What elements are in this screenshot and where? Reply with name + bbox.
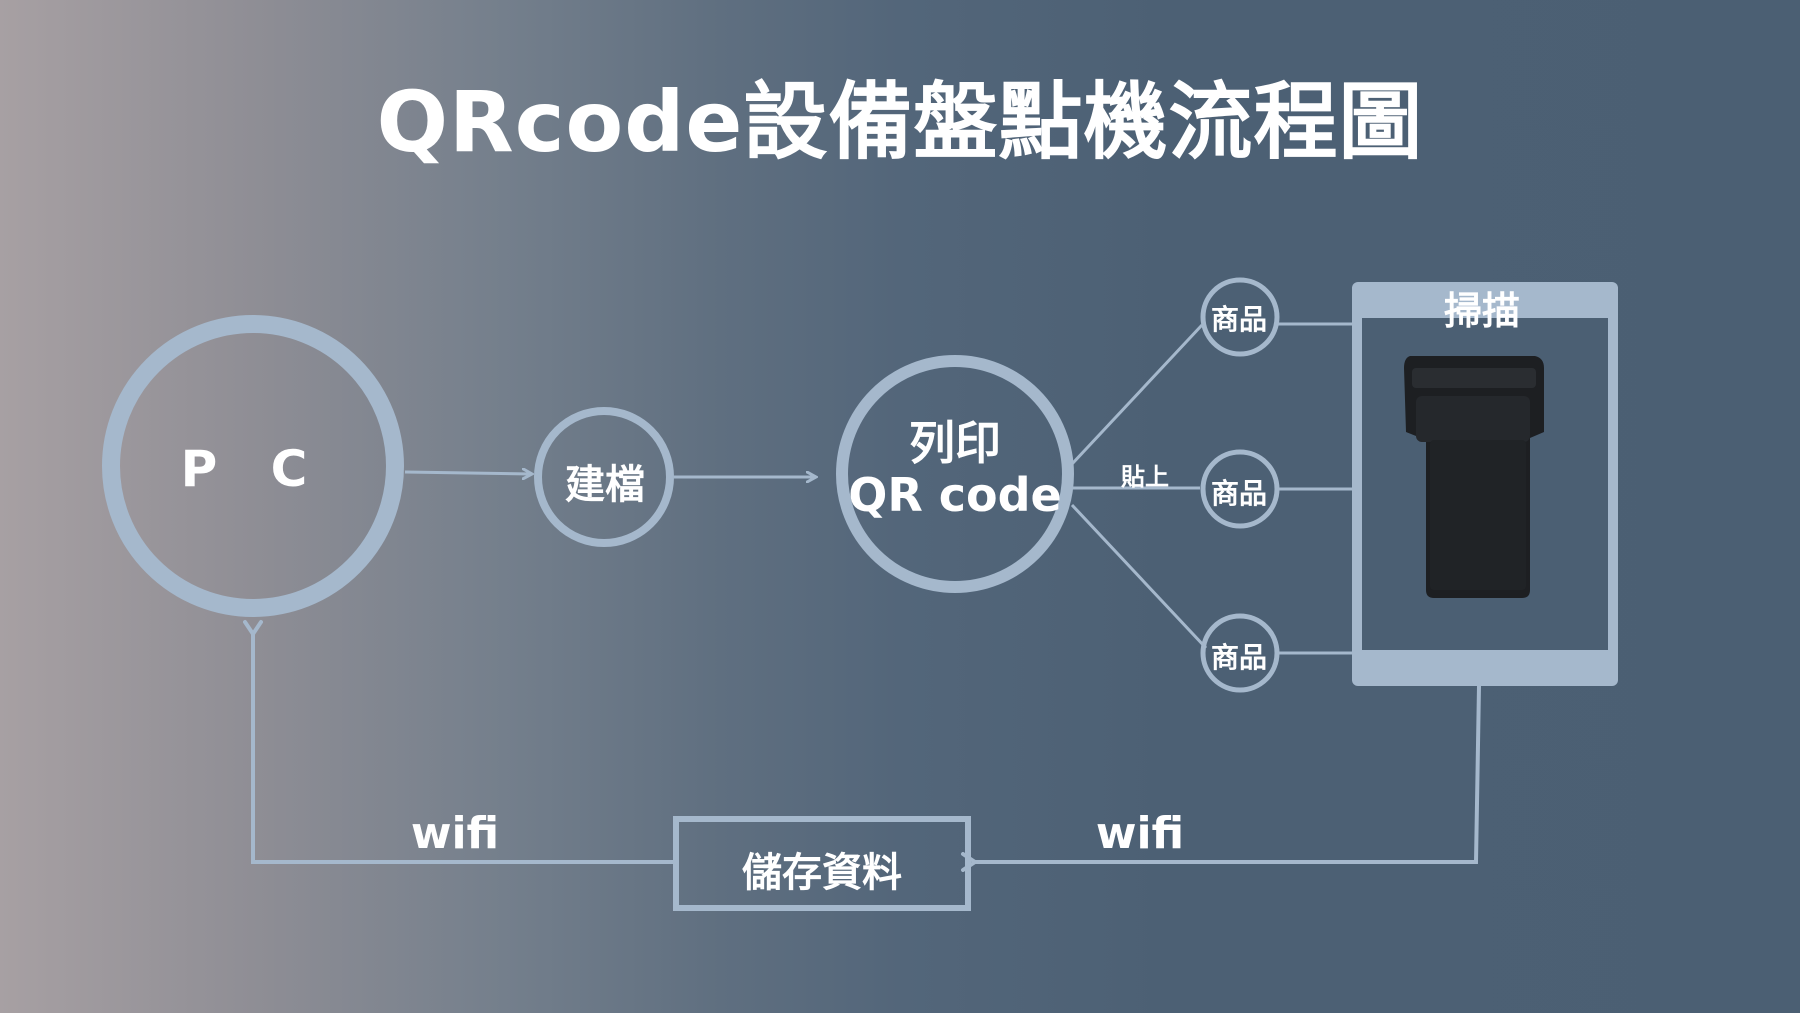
print-label: 列印: [909, 416, 1001, 470]
wifi-label-right: wifi: [1095, 808, 1185, 859]
scan-label: 掃描: [1443, 289, 1520, 333]
branch-top: [1070, 323, 1204, 466]
paste-label: 貼上: [1121, 463, 1169, 491]
goods-label: 商品: [1210, 303, 1267, 336]
scanner-device-icon: [1404, 356, 1544, 598]
store-data-label: 儲存資料: [742, 850, 902, 896]
line-store-to-pc: [243, 620, 673, 864]
goods-node: [1200, 277, 1280, 357]
goods-label: 商品: [1210, 477, 1267, 510]
build-label: 建檔: [565, 462, 645, 508]
store-data-box: [673, 816, 971, 911]
wifi-label-left: wifi: [410, 808, 500, 859]
branch-bottom: [1070, 503, 1208, 650]
arrow-pc-to-build: [404, 472, 532, 474]
qr-code-label: QR code: [848, 468, 1062, 522]
build-node: [534, 407, 674, 547]
pc-node: [102, 315, 404, 617]
pc-label: P C: [180, 440, 326, 498]
diagram-title: QRcode設備盤點機流程圖: [376, 73, 1424, 171]
print-qr-node: [836, 355, 1074, 593]
goods-label: 商品: [1210, 641, 1267, 674]
line-scanner-to-store: [961, 685, 1481, 872]
